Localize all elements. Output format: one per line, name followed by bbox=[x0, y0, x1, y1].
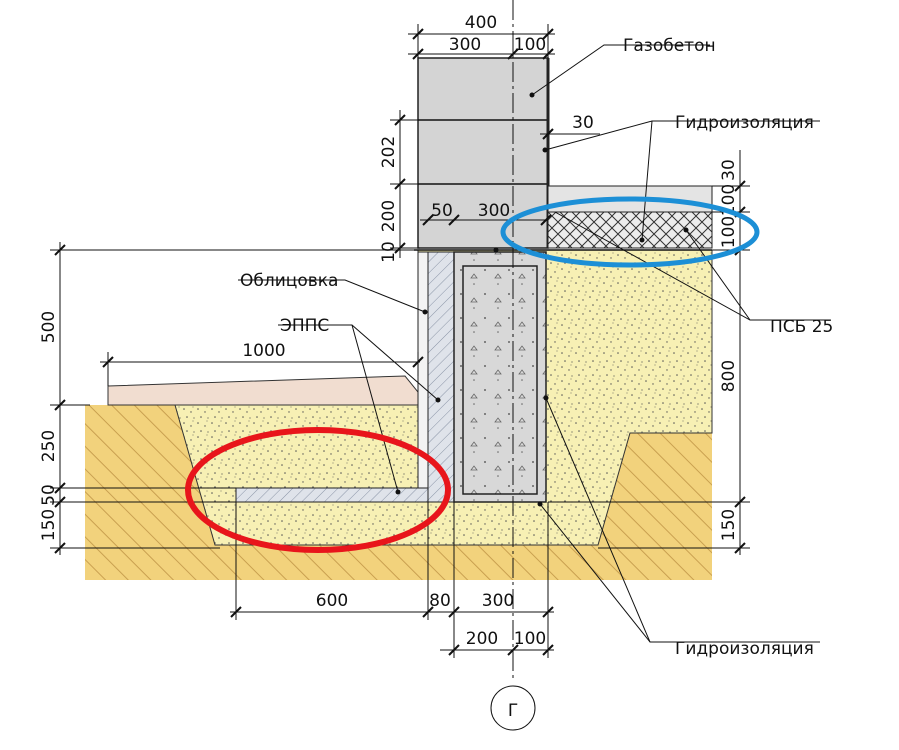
svg-text:150: 150 bbox=[39, 509, 59, 541]
rebar-cage bbox=[462, 265, 538, 495]
svg-text:200: 200 bbox=[379, 200, 399, 232]
label-gazobeton-group: Газобетон bbox=[529, 36, 716, 98]
svg-text:100: 100 bbox=[719, 216, 739, 248]
svg-text:1000: 1000 bbox=[242, 341, 285, 361]
label-gidro-top: Гидроизоляция bbox=[675, 113, 814, 133]
svg-text:300: 300 bbox=[478, 201, 510, 221]
svg-text:800: 800 bbox=[719, 360, 739, 392]
dim-top: 400 300 100 bbox=[408, 13, 555, 60]
dim-left-lower: 250 50 150 bbox=[39, 400, 236, 555]
dim-300-top: 300 bbox=[449, 35, 481, 55]
label-epps-group: ЭППС bbox=[278, 316, 441, 495]
label-epps: ЭППС bbox=[280, 316, 329, 336]
dim-500: 500 bbox=[39, 242, 414, 411]
dim-400: 400 bbox=[465, 13, 497, 33]
svg-text:600: 600 bbox=[316, 591, 348, 611]
label-oblicovka-group: Облицовка bbox=[238, 271, 428, 315]
svg-text:50: 50 bbox=[39, 484, 59, 506]
highlight-red-ellipse bbox=[185, 427, 451, 553]
label-psb-group: ПСБ 25 bbox=[554, 211, 833, 337]
label-gidro-bottom-group: Гидроизоляция bbox=[493, 247, 820, 659]
svg-text:500: 500 bbox=[39, 311, 59, 343]
cladding-layer bbox=[417, 251, 429, 503]
label-gazobeton: Газобетон bbox=[623, 36, 716, 56]
axis-label: Г bbox=[508, 701, 518, 721]
aerated-concrete-wall bbox=[417, 57, 549, 249]
svg-text:200: 200 bbox=[466, 629, 498, 649]
epps-horizontal bbox=[235, 487, 429, 503]
label-gidro-top-group: Гидроизоляция bbox=[542, 113, 820, 243]
dim-100-top: 100 bbox=[514, 35, 546, 55]
svg-text:80: 80 bbox=[429, 591, 451, 611]
dim-wall-heights: 202 200 10 bbox=[379, 110, 420, 263]
label-gidro-bottom: Гидроизоляция bbox=[675, 639, 814, 659]
svg-text:250: 250 bbox=[39, 430, 59, 462]
svg-text:150: 150 bbox=[719, 509, 739, 541]
highlight-blue-ellipse bbox=[500, 196, 760, 268]
dim-30: 30 bbox=[540, 113, 600, 140]
label-oblicovka: Облицовка bbox=[240, 271, 338, 291]
svg-text:10: 10 bbox=[379, 241, 399, 263]
paving-slab bbox=[107, 375, 419, 406]
concrete-foundation bbox=[453, 251, 547, 503]
svg-text:30: 30 bbox=[719, 159, 739, 181]
axis-bubble bbox=[490, 685, 536, 731]
svg-text:202: 202 bbox=[379, 136, 399, 168]
svg-text:50: 50 bbox=[431, 201, 453, 221]
label-psb: ПСБ 25 bbox=[770, 317, 833, 337]
dim-bottom: 600 80 300 200 100 bbox=[230, 502, 554, 658]
dim-50-300: 50 300 bbox=[420, 201, 552, 226]
svg-text:100: 100 bbox=[514, 629, 546, 649]
svg-text:300: 300 bbox=[482, 591, 514, 611]
svg-text:30: 30 bbox=[572, 113, 594, 133]
dim-1000: 1000 bbox=[100, 341, 424, 386]
